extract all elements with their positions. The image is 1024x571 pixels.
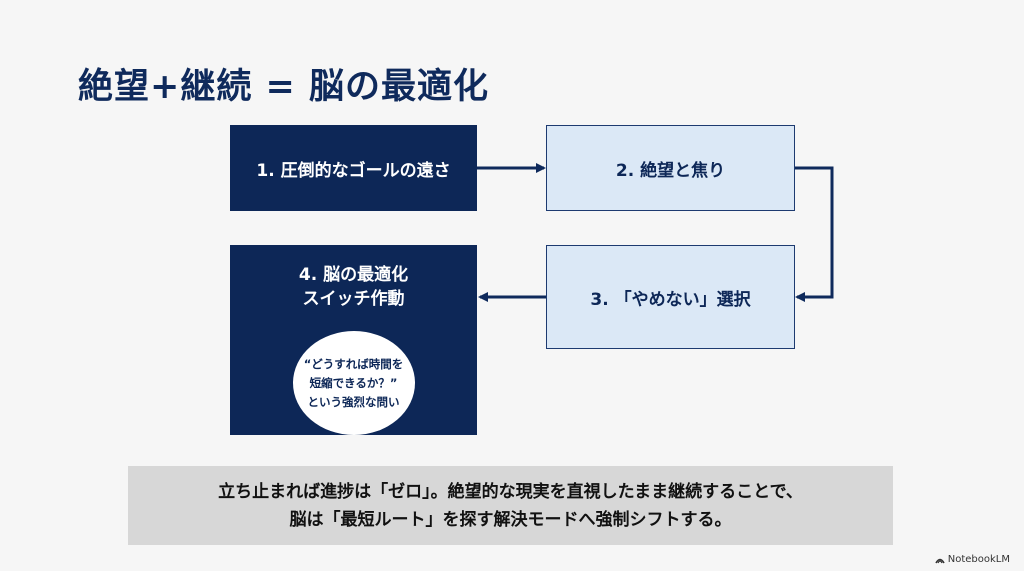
question-line-2: 短縮できるか？”: [309, 375, 398, 390]
step-2-box: 2. 絶望と焦り: [546, 125, 795, 211]
step-2-label: 2. 絶望と焦り: [615, 160, 726, 181]
question-line-3: という強烈な問い: [307, 394, 400, 409]
step-1-label: 1. 圧倒的なゴールの遠さ: [256, 160, 451, 181]
arrow-2-to-3: [795, 166, 834, 302]
step-4-title-line-2: スイッチ作動: [302, 289, 405, 309]
step-4-box: 4. 脳の最適化 スイッチ作動 “どうすれば時間を 短縮できるか？” という強烈…: [230, 245, 477, 435]
summary-note: 立ち止まれば進捗は「ゼロ」。絶望的な現実を直視したまま継続することで、 脳は「最…: [128, 466, 893, 545]
notebooklm-icon: [935, 558, 945, 563]
notebooklm-logo: NotebookLM: [935, 554, 1010, 565]
page-title: 絶望+継続 = 脳の最適化: [78, 67, 490, 107]
question-circle: “どうすれば時間を 短縮できるか？” という強烈な問い: [292, 331, 415, 435]
step-3-box: 3. 「やめない」選択: [546, 245, 795, 349]
brand-label: NotebookLM: [947, 554, 1010, 565]
note-line-2: 脳は「最短ルート」を探す解決モードへ強制シフトする。: [289, 509, 732, 530]
step-3-label: 3. 「やめない」選択: [590, 289, 751, 310]
step-4-title: 4. 脳の最適化 スイッチ作動: [299, 263, 408, 311]
note-line-1: 立ち止まれば進捗は「ゼロ」。絶望的な現実を直視したまま継続することで、: [218, 481, 803, 502]
step-1-box: 1. 圧倒的なゴールの遠さ: [230, 125, 477, 211]
step-4-title-line-1: 4. 脳の最適化: [298, 265, 409, 285]
question-line-1: “どうすれば時間を: [303, 356, 404, 371]
